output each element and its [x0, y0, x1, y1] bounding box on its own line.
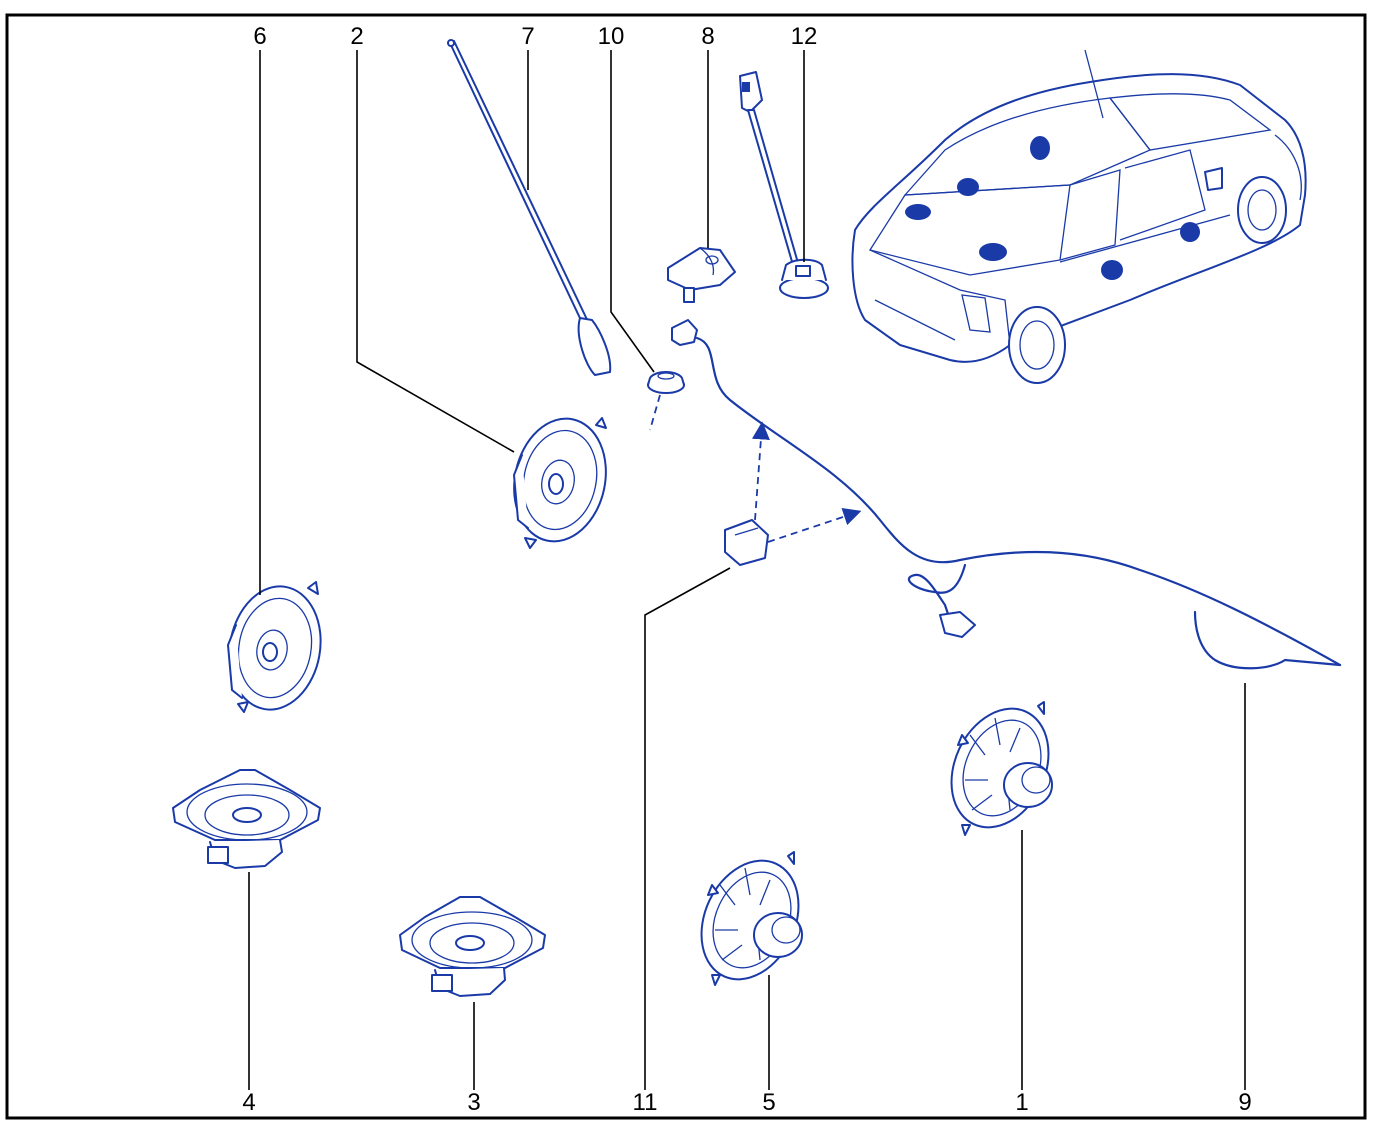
callout-5: 5 — [762, 1089, 775, 1116]
callout-11: 11 — [633, 1089, 658, 1116]
callout-8: 8 — [701, 23, 714, 50]
callout-3: 3 — [467, 1089, 480, 1116]
grommet — [647, 371, 685, 431]
callout-10: 10 — [598, 23, 625, 50]
diagram-border — [5, 13, 1367, 1120]
speaker-6 — [227, 581, 322, 713]
callout-6: 6 — [253, 23, 266, 50]
callout-7: 7 — [521, 23, 534, 50]
speaker-4 — [172, 769, 321, 869]
speaker-3 — [399, 896, 546, 997]
antenna-base — [667, 247, 736, 303]
car-illustration — [851, 49, 1307, 384]
callout-12: 12 — [791, 23, 818, 50]
leader-lines — [248, 50, 1246, 1090]
coax-cable — [671, 319, 1342, 670]
speaker-2 — [513, 417, 607, 549]
callout-labels: 6 2 7 10 8 12 4 3 11 5 1 9 — [242, 23, 1251, 1116]
speaker-1 — [950, 701, 1053, 836]
callout-1: 1 — [1015, 1089, 1028, 1116]
callout-9: 9 — [1238, 1089, 1251, 1116]
callout-4: 4 — [242, 1089, 255, 1116]
auxiliary-lead — [739, 71, 829, 299]
speaker-5 — [700, 851, 803, 986]
callout-2: 2 — [350, 23, 363, 50]
antenna-rod — [447, 39, 612, 376]
cable-clip — [724, 421, 862, 566]
